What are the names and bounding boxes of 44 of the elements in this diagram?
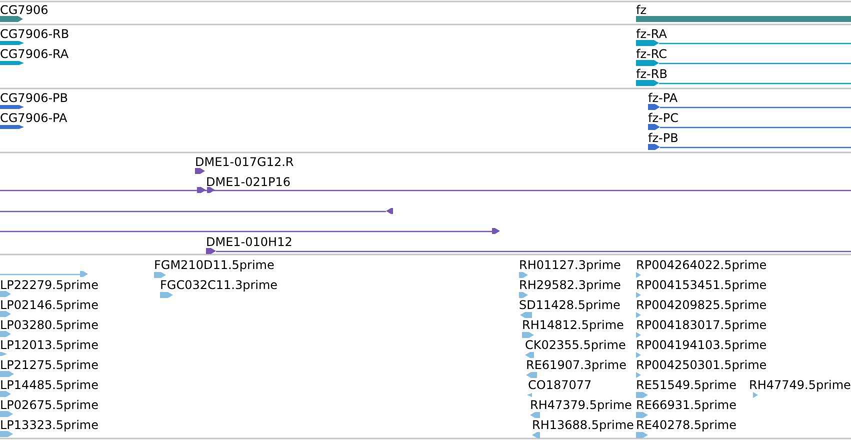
feature-label: CG7906-PB <box>0 91 68 105</box>
feature-label: RH13688.5prime <box>532 418 634 432</box>
feature-label: fz-PB <box>648 131 678 145</box>
feature-label: LP02675.5prime <box>0 398 99 412</box>
feature-label: RP004183017.5prime <box>636 318 767 332</box>
feature-label: RH14812.5prime <box>522 318 624 332</box>
feature-label: LP13323.5prime <box>0 418 99 432</box>
feature-label: CG7906 <box>0 3 48 17</box>
feature-label: fz-RC <box>636 47 667 61</box>
feature-label: LP14485.5prime <box>0 378 99 392</box>
feature-label: fz <box>636 3 647 17</box>
feature-label: CG7906-RB <box>0 27 70 41</box>
feature-label: fz-PC <box>648 111 678 125</box>
feature-label: fz-RA <box>636 27 667 41</box>
feature-label: RP004194103.5prime <box>636 338 767 352</box>
feature-label: RE61907.3prime <box>526 358 626 372</box>
feature-label: RP004153451.5prime <box>636 278 767 292</box>
feature-label: fz-RB <box>636 67 668 81</box>
feature-label: SD11428.5prime <box>519 298 620 312</box>
feature-label: FGC032C11.3prime <box>160 278 278 292</box>
feature-label: RE40278.5prime <box>636 418 736 432</box>
feature-label: RH29582.3prime <box>519 278 621 292</box>
feature-label: RP004264022.5prime <box>636 258 767 272</box>
feature-label: LP21275.5prime <box>0 358 99 372</box>
feature-label: CG7906-RA <box>0 47 69 61</box>
feature-label: fz-PA <box>648 91 678 105</box>
feature-label: LP22279.5prime <box>0 278 99 292</box>
feature-label: LP12013.5prime <box>0 338 99 352</box>
feature-label: RP004250301.5prime <box>636 358 767 372</box>
feature-label: FGM210D11.5prime <box>154 258 274 272</box>
feature-label: DME1-010H12 <box>206 235 292 249</box>
feature-label: LP03280.5prime <box>0 318 99 332</box>
feature-label: CK02355.5prime <box>525 338 626 352</box>
feature-label: CO187077 <box>528 378 592 392</box>
feature-label: RH47379.5prime <box>530 398 632 412</box>
feature-label: LP02146.5prime <box>0 298 99 312</box>
feature-label: RE51549.5prime <box>636 378 736 392</box>
feature-label: DME1-017G12.R <box>195 155 294 169</box>
feature-label: DME1-021P16 <box>206 175 291 189</box>
feature-label: RH47749.5prime <box>749 378 851 392</box>
feature-label: RH01127.3prime <box>519 258 621 272</box>
feature-label: RP004209825.5prime <box>636 298 767 312</box>
feature-label: RE66931.5prime <box>636 398 736 412</box>
feature-label: CG7906-PA <box>0 111 68 125</box>
